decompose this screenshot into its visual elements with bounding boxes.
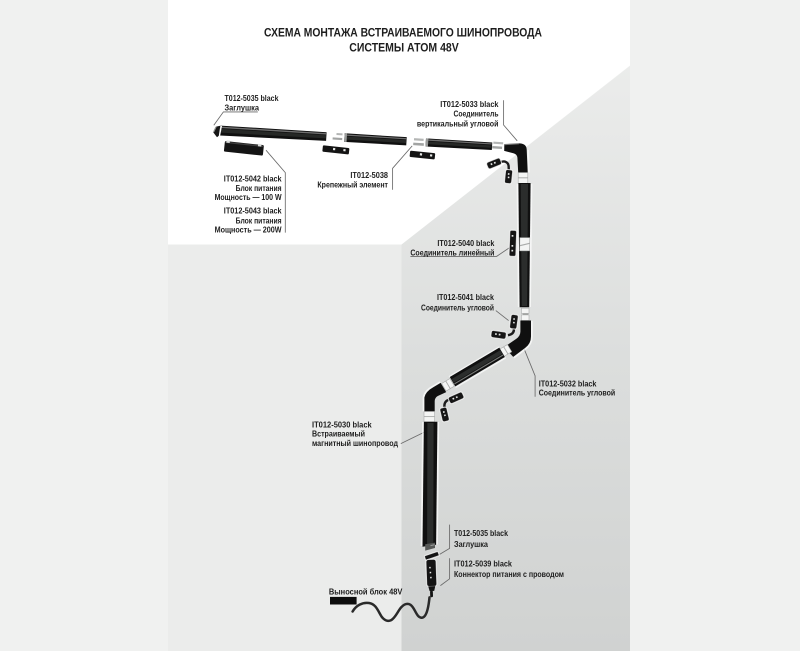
svg-text:IT012-5041 black: IT012-5041 black [437,292,494,302]
svg-text:T012-5035 black: T012-5035 black [225,93,279,103]
svg-text:Выносной блок 48V: Выносной блок 48V [329,586,403,596]
svg-text:Встраиваемый: Встраиваемый [312,429,365,439]
svg-text:Блок питания: Блок питания [236,183,282,193]
svg-text:Заглушка: Заглушка [225,103,260,113]
svg-text:IT012-5040 black: IT012-5040 black [437,238,494,248]
svg-text:IT012-5032 black: IT012-5032 black [539,378,597,388]
svg-text:Крепежный элемент: Крепежный элемент [317,180,388,190]
svg-text:СХЕМА МОНТАЖА ВСТРАИВАЕМОГО ШИ: СХЕМА МОНТАЖА ВСТРАИВАЕМОГО ШИНОПРОВОДА [264,25,542,39]
svg-text:Мощность — 200W: Мощность — 200W [215,224,283,234]
svg-text:Заглушка: Заглушка [454,539,488,549]
svg-text:вертикальный угловой: вертикальный угловой [417,119,499,129]
svg-text:IT012-5038: IT012-5038 [350,170,388,180]
svg-text:IT012-5043 black: IT012-5043 black [224,206,282,216]
svg-text:IT012-5030 black: IT012-5030 black [312,420,372,430]
svg-text:Соединитель угловой: Соединитель угловой [421,302,494,312]
svg-text:IT012-5033 black: IT012-5033 black [440,99,498,109]
svg-text:Соединитель: Соединитель [454,108,499,118]
svg-text:магнитный шинопровод: магнитный шинопровод [312,438,398,448]
svg-text:IT012-5039 black: IT012-5039 black [454,559,512,569]
svg-text:T012-5035 black: T012-5035 black [454,528,508,538]
svg-text:Блок питания: Блок питания [236,215,282,225]
svg-text:Коннектор питания с проводом: Коннектор питания с проводом [454,569,564,579]
svg-text:СИСТЕМЫ АТОМ 48V: СИСТЕМЫ АТОМ 48V [349,40,459,54]
svg-text:Мощность — 100 W: Мощность — 100 W [215,192,283,202]
svg-text:IT012-5042 black: IT012-5042 black [224,173,282,183]
svg-text:Соединитель угловой: Соединитель угловой [539,387,616,397]
svg-text:Соединитель линейный: Соединитель линейный [410,248,494,258]
